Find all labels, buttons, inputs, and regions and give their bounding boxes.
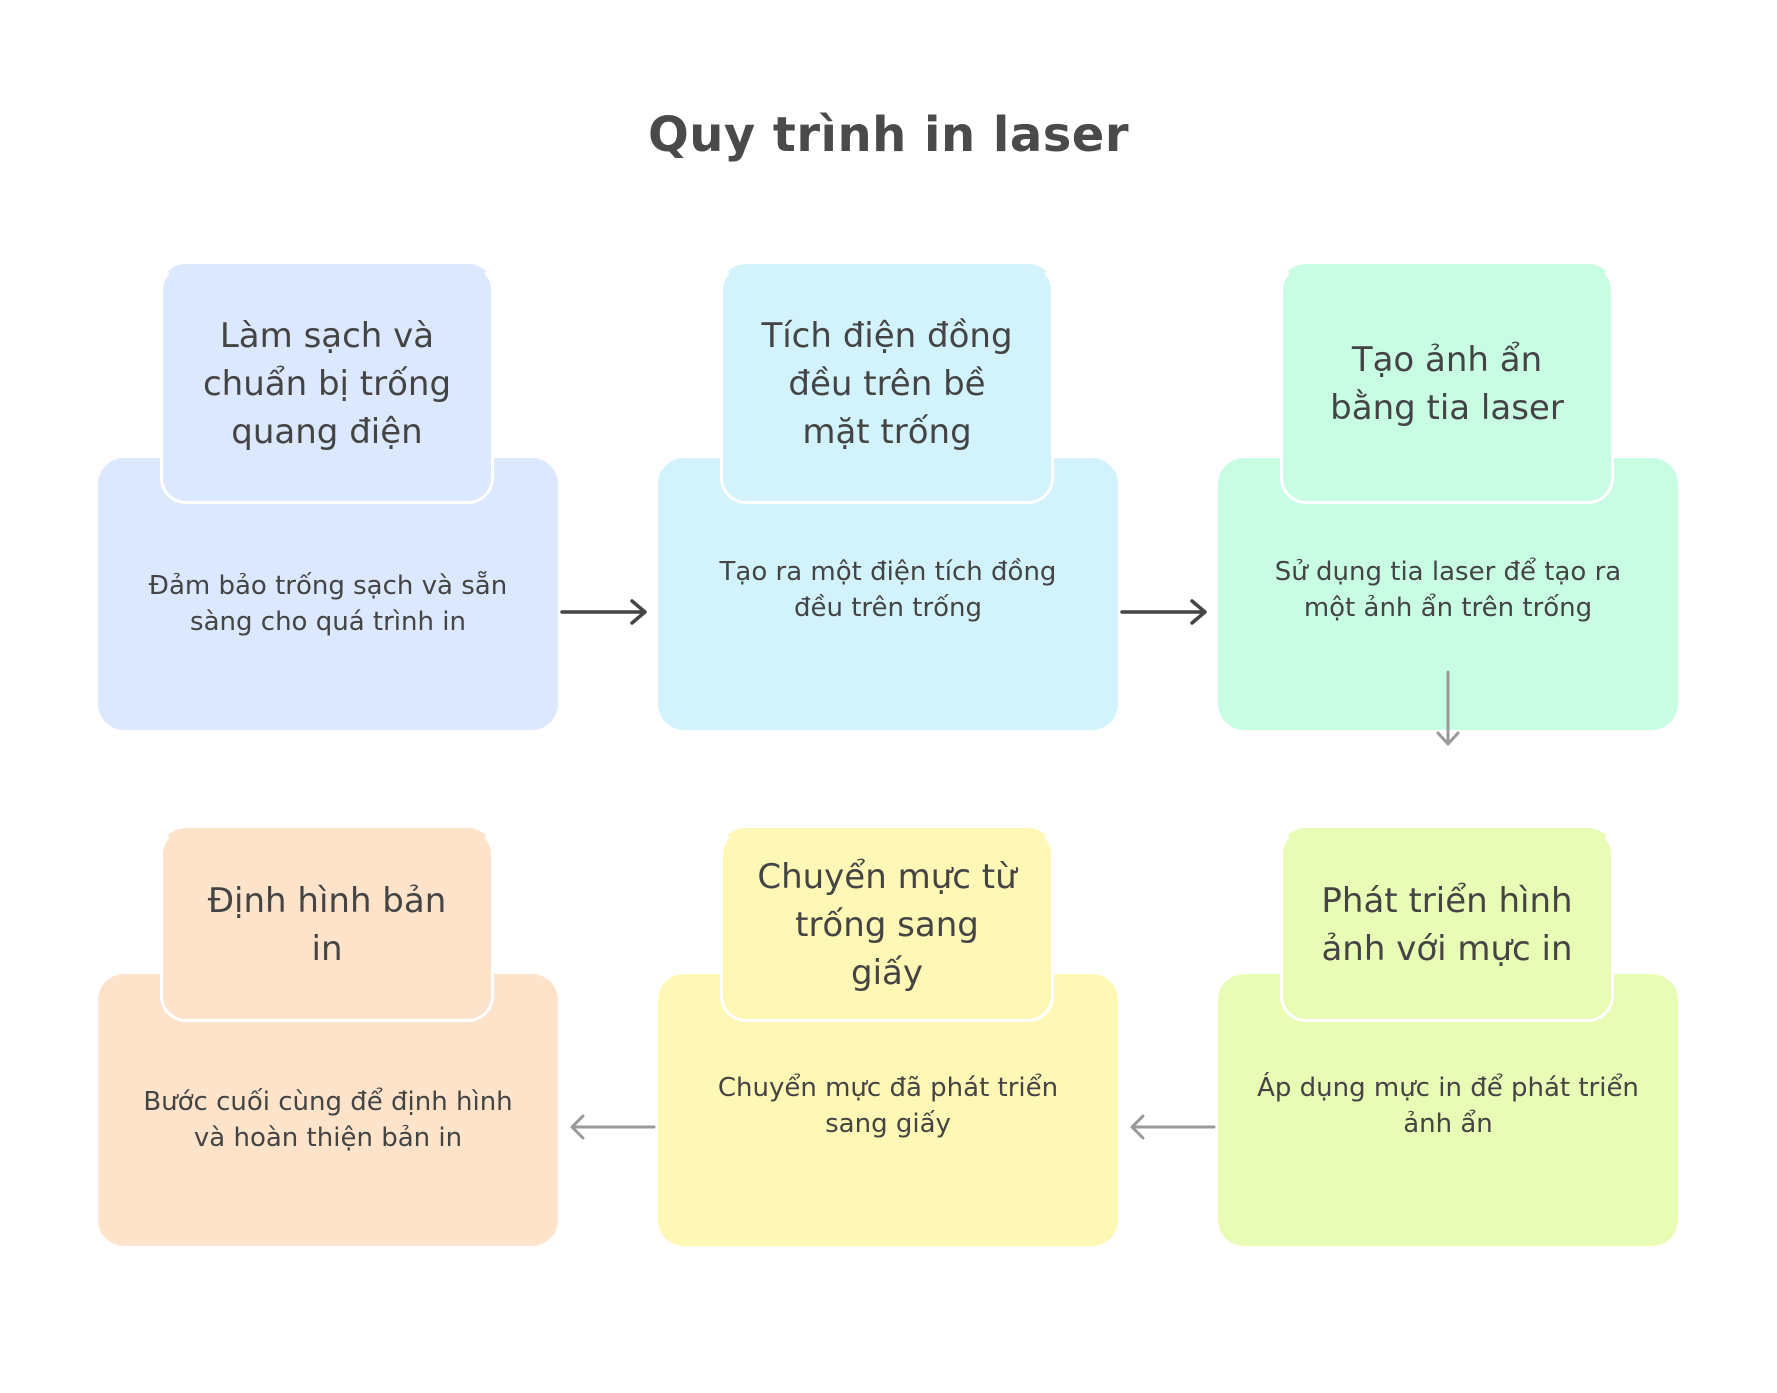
step-4-description: Áp dụng mực in để phát triển ảnh ẩn	[1257, 1073, 1639, 1139]
step-2-description: Tạo ra một điện tích đồng đều trên trống	[719, 557, 1057, 623]
step-2-header: Tích điện đồng đều trên bề mặt trống	[720, 264, 1054, 504]
step-3-header: Tạo ảnh ẩn bằng tia laser	[1280, 264, 1614, 504]
step-2-heading: Tích điện đồng đều trên bề mặt trống	[761, 316, 1013, 452]
diagram-title: Quy trình in laser	[647, 107, 1130, 163]
step-5-header: Chuyển mực từ trống sang giấy	[720, 828, 1054, 1022]
arrow-down-icon	[1436, 670, 1460, 746]
step-1-description: Đảm bảo trống sạch và sẵn sàng cho quá t…	[148, 571, 508, 637]
step-6-description: Bước cuối cùng để định hình và hoàn thiệ…	[143, 1087, 513, 1153]
step-5-description: Chuyển mực đã phát triển sang giấy	[717, 1073, 1059, 1139]
step-3-heading: Tạo ảnh ẩn bằng tia laser	[1330, 340, 1564, 428]
step-1-heading: Làm sạch và chuẩn bị trống quang điện	[202, 316, 452, 452]
arrow-right-icon	[1120, 599, 1207, 625]
step-4-header: Phát triển hình ảnh với mực in	[1280, 828, 1614, 1022]
step-3-card: Sử dụng tia laser để tạo ra một ảnh ẩn t…	[1218, 458, 1678, 730]
step-6-header: Định hình bản in	[160, 828, 494, 1022]
arrow-left-icon	[570, 1114, 656, 1140]
arrow-right-icon	[560, 599, 647, 625]
arrow-left-icon	[1130, 1114, 1216, 1140]
step-4-heading: Phát triển hình ảnh với mực in	[1321, 881, 1573, 969]
step-3-description: Sử dụng tia laser để tạo ra một ảnh ẩn t…	[1274, 557, 1622, 623]
step-5-heading: Chuyển mực từ trống sang giấy	[757, 857, 1017, 993]
step-6-heading: Định hình bản in	[207, 881, 447, 969]
step-1-header: Làm sạch và chuẩn bị trống quang điện	[160, 264, 494, 504]
